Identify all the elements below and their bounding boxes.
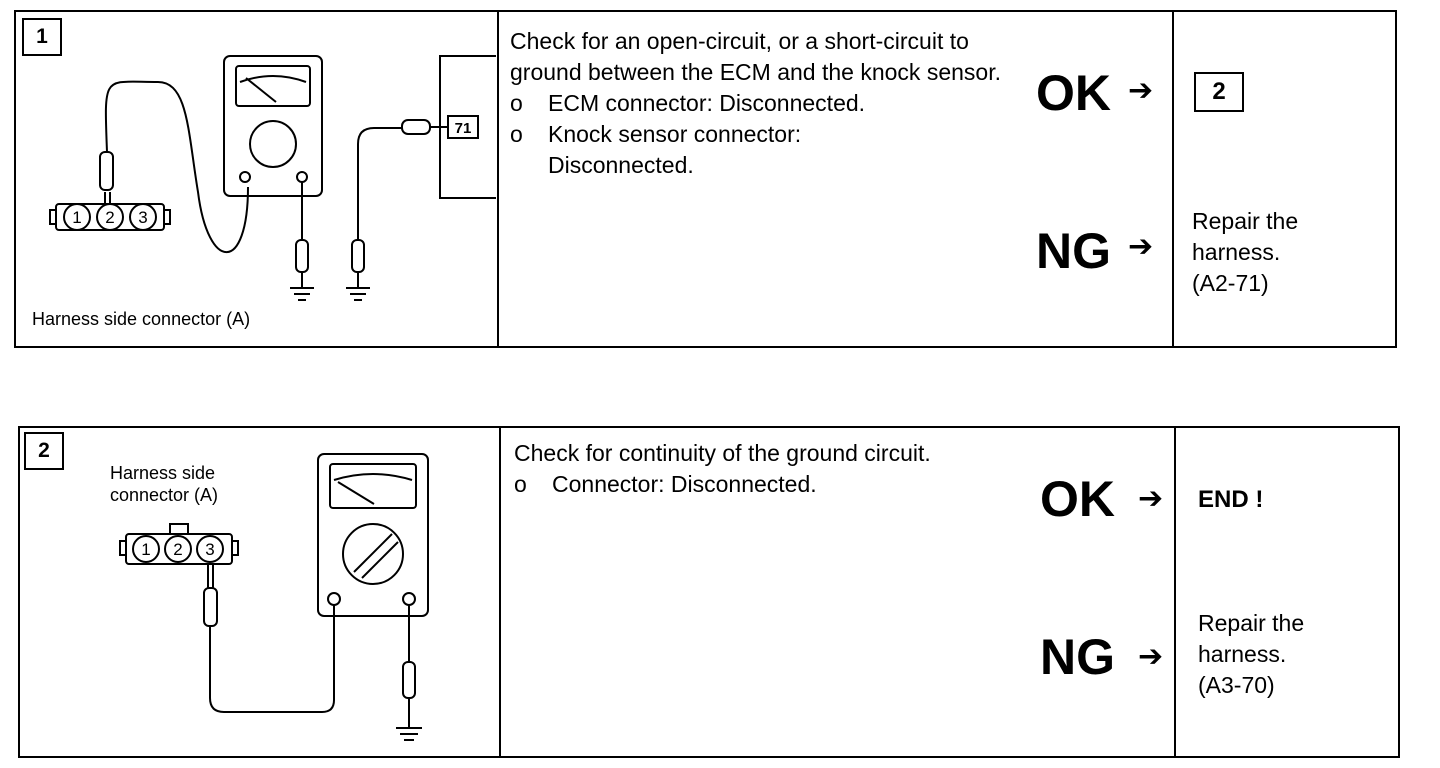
step-2-ok-arrow-icon: ➔ [1138,482,1164,515]
step-2-divider-figure [499,428,501,756]
step-1-instructions: Check for an open-circuit, or a short-ci… [510,26,1022,181]
step-1-instruction-main: Check for an open-circuit, or a short-ci… [510,28,1001,85]
step-2-figure-label: Harness side connector (A) [110,462,218,506]
repair-line-1: Repair the [1198,610,1305,636]
step-1-panel: 1 [14,10,1397,348]
step-2-instruction-main: Check for continuity of the ground circu… [514,440,931,466]
pin-3-label: 3 [138,208,147,227]
bullet-symbol: o [510,90,523,116]
step-1-ng-label: NG [1036,223,1111,279]
step-1-number: 1 [22,18,62,56]
step-1-divider-result [1172,12,1174,346]
pin-2-label: 2 [105,208,114,227]
step-1-figure: 1 2 3 71 [49,55,496,301]
pin-1-label: 1 [141,540,150,559]
repair-line-2: harness. [1192,239,1281,265]
ecm-terminal-box [447,115,479,139]
step-1-ok-label: OK [1036,65,1111,121]
pin-1-label: 1 [72,208,81,227]
figure-label-line-2: connector (A) [110,485,219,505]
probe-ground [402,661,416,699]
step-2-figure: 1 2 3 [119,453,429,741]
probe-ground-2 [351,239,365,273]
step-1-condition-2: o Knock sensor connector: Disconnected. [510,119,1022,181]
step-2-ok-action: END ! [1198,486,1264,513]
ecm-outline [439,55,496,199]
probe-ground-1 [295,239,309,273]
figure-label-line-1: Harness side [110,463,216,483]
bullet-symbol: o [510,121,523,147]
step-2-panel: 2 [18,426,1400,758]
step-2-condition-1: o Connector: Disconnected. [514,469,1034,500]
repair-line-2: harness. [1198,641,1287,667]
multimeter [223,55,323,197]
step-2-number: 2 [24,432,64,470]
step-1-ng-arrow-icon: ➔ [1128,230,1154,263]
step-2-divider-result [1174,428,1176,756]
step-2-ok-label: OK [1040,471,1115,527]
probe-1 [203,587,218,627]
step-1-figure-label: Harness side connector (A) [32,309,251,329]
step-2-ng-label: NG [1040,629,1115,685]
repair-line-1: Repair the [1192,208,1299,234]
probe-1 [99,151,114,191]
repair-line-3: (A2-71) [1192,270,1269,296]
step-1-condition-1: o ECM connector: Disconnected. [510,88,1022,119]
pin-3-label: 3 [205,540,214,559]
ecm-probe [401,119,431,135]
bullet-symbol: o [514,471,527,497]
multimeter [317,453,429,617]
step-1-ng-action: Repair the harness. (A2-71) [1192,206,1298,299]
step-2-ng-action: Repair the harness. (A3-70) [1198,608,1304,701]
ecm-terminal-label: 71 [455,120,472,137]
repair-line-3: (A3-70) [1198,672,1275,698]
step-1-ok-goto-step[interactable]: 2 [1194,72,1244,112]
step-2-instructions: Check for continuity of the ground circu… [514,438,1034,500]
condition-text: ECM connector: Disconnected. [548,90,866,116]
step-1-divider-figure [497,12,499,346]
condition-text: Knock sensor connector: Disconnected. [548,121,802,178]
step-1-ok-arrow-icon: ➔ [1128,74,1154,107]
step-2-ng-arrow-icon: ➔ [1138,640,1164,673]
condition-text: Connector: Disconnected. [552,471,817,497]
pin-2-label: 2 [173,540,182,559]
